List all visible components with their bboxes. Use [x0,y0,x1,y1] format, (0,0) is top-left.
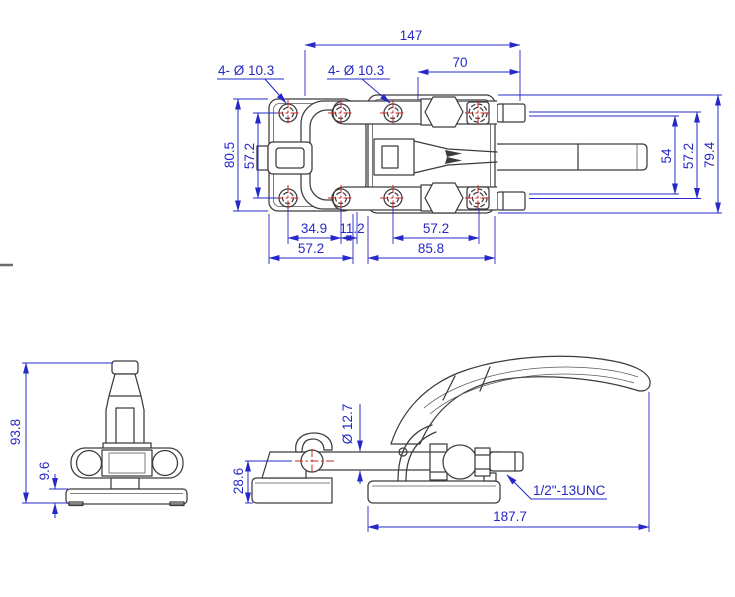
keeper-inner [275,147,305,169]
dim-label: 79.4 [702,141,717,168]
dim-label: 57.2 [423,221,449,236]
latch-riser [261,451,307,479]
dim-overall-height: 93.8 [8,362,113,504]
handle-segment-line-2 [479,366,491,392]
dim-plate-hole-pitch-v: 57.2 [242,112,278,199]
thread-spec-label: 1/2"-13UNC [533,483,606,498]
pivot-pin [398,447,408,457]
keeper-hook [295,432,333,453]
handle [390,355,651,445]
hex-nut-top [424,96,464,128]
fork-upper [413,140,498,153]
spindle-body [105,373,145,447]
note-holes-right: 4- Ø 10.3 [327,63,391,104]
side-view: 28.6 Ø 12.7 1/2"-13UNC 187.7 [231,355,651,532]
dim-body-height: 79.4 [498,94,722,214]
dim-total-length: 147 [304,28,521,101]
dim-label: 80.5 [222,142,237,168]
dim-label: 34.9 [301,221,327,236]
dim-label: 54 [659,148,674,164]
dim-label: 93.8 [8,419,23,445]
dim-plate-width: 57.2 [268,214,354,264]
base-foot-left [68,501,84,507]
crossbar-center-inner [108,452,146,474]
hole-note-label: 4- Ø 10.3 [218,63,274,78]
latch-base [251,477,333,504]
threaded-shaft [489,451,524,472]
base-neck [110,477,140,490]
dim-rod-span: 54 [529,115,679,195]
dim-label: 9.6 [37,462,52,481]
note-thread: 1/2"-13UNC [506,474,607,500]
handle-segment-line-1 [442,375,456,401]
dim-label: 187.7 [493,509,527,524]
hex-flat-right [474,447,491,477]
dim-body-length: 85.8 [367,216,496,264]
dim-plate-height: 80.5 [222,98,268,212]
dim-label: 147 [400,28,423,43]
dim-label: 57.2 [242,143,257,169]
dim-overall-length: 187.7 [367,392,650,532]
dim-label: 28.6 [231,468,246,494]
keeper-block [267,141,313,175]
dim-bar-center-height: 28.6 [231,460,292,504]
heel-arm-outer [397,424,433,482]
hex-nut-bottom [424,182,464,214]
ball-joint [442,444,478,480]
dim-hole-pitch-a: 34.9 [287,208,342,244]
threaded-rod [497,143,648,171]
base-foot-right [169,501,185,507]
u-bolt-block [373,138,415,176]
note-holes-left: 4- Ø 10.3 [217,63,287,104]
handle-inner-line-1 [423,366,639,409]
u-bolt-inner [381,145,399,169]
base-plate [65,488,188,505]
dim-body-hole-pitch-v: 57.2 [529,111,701,200]
dim-label: 57.2 [298,241,324,256]
fork-lower [413,161,498,174]
dim-bar-diameter: Ø 12.7 [340,404,363,484]
clamp-base [367,480,501,504]
dim-label: 11.2 [339,221,364,236]
bolt-bottom [496,191,526,211]
dim-label: 57.2 [681,143,696,169]
dim-hook-offset: 11.2 [339,212,365,244]
top-view: 147 70 4- Ø 10.3 4- Ø 10.3 80.5 [217,28,722,264]
spindle-cap [111,360,139,375]
bolt-top [496,103,526,123]
dim-label: 70 [452,55,467,70]
spring-clip-lower [445,157,462,164]
dim-body-hole-pitch-h: 57.2 [392,208,480,244]
handle-inner-line-2 [429,373,635,415]
hole-note-label: 4- Ø 10.3 [328,63,384,78]
front-view: 93.8 9.6 [8,360,188,518]
heel-arm-inner [405,431,437,482]
dim-label: 85.8 [418,241,444,256]
dim-base-thickness: 9.6 [37,462,68,518]
spring-clip-upper [445,150,462,157]
dim-bolt-span-h: 70 [417,55,521,100]
keeper-tab [256,145,269,171]
dim-label: Ø 12.7 [340,404,355,445]
crossbar-center-block [101,449,153,477]
